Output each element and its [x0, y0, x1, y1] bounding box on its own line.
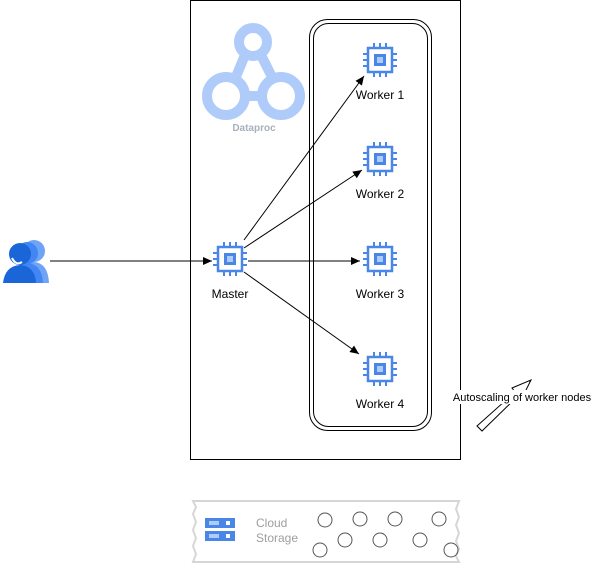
master-to-worker-1-arrow: [243, 75, 365, 241]
cloud-storage-card: Cloud Storage: [191, 500, 461, 563]
chip-icon: [361, 140, 399, 178]
worker-label: Worker 3: [356, 287, 405, 301]
autoscaling-arrow-icon: [476, 379, 533, 432]
chip-icon: [361, 350, 399, 388]
master-node: Master: [211, 240, 249, 301]
autoscaling-label: Autoscaling of worker nodes: [453, 392, 591, 404]
worker-node-1: Worker 1: [356, 41, 405, 102]
users-icon: [3, 240, 49, 283]
dataproc-logo-icon: [202, 23, 305, 120]
worker-label: Worker 1: [356, 88, 405, 102]
product-name: Dataproc: [232, 123, 276, 134]
autoscaling-label-bg: [453, 390, 591, 404]
storage-label-line-2: Storage: [256, 531, 298, 545]
worker-group-inner: [313, 23, 428, 427]
storage-label-line-1: Cloud: [256, 516, 287, 530]
worker-node-4: Worker 4: [356, 350, 405, 411]
worker-label: Worker 2: [356, 187, 405, 201]
master-to-worker-4-arrow: [243, 271, 360, 355]
chip-icon: [361, 240, 399, 278]
worker-node-2: Worker 2: [356, 140, 405, 201]
chip-icon: [361, 41, 399, 79]
worker-node-3: Worker 3: [356, 240, 405, 301]
master-label: Master: [212, 287, 249, 301]
worker-label: Worker 4: [356, 397, 405, 411]
storage-objects: [312, 511, 459, 558]
master-to-worker-2-arrow: [243, 169, 363, 249]
storage-icon: [205, 518, 235, 541]
chip-icon: [211, 240, 249, 278]
cluster-boundary: [190, 0, 461, 460]
worker-group-outer: [309, 19, 432, 431]
